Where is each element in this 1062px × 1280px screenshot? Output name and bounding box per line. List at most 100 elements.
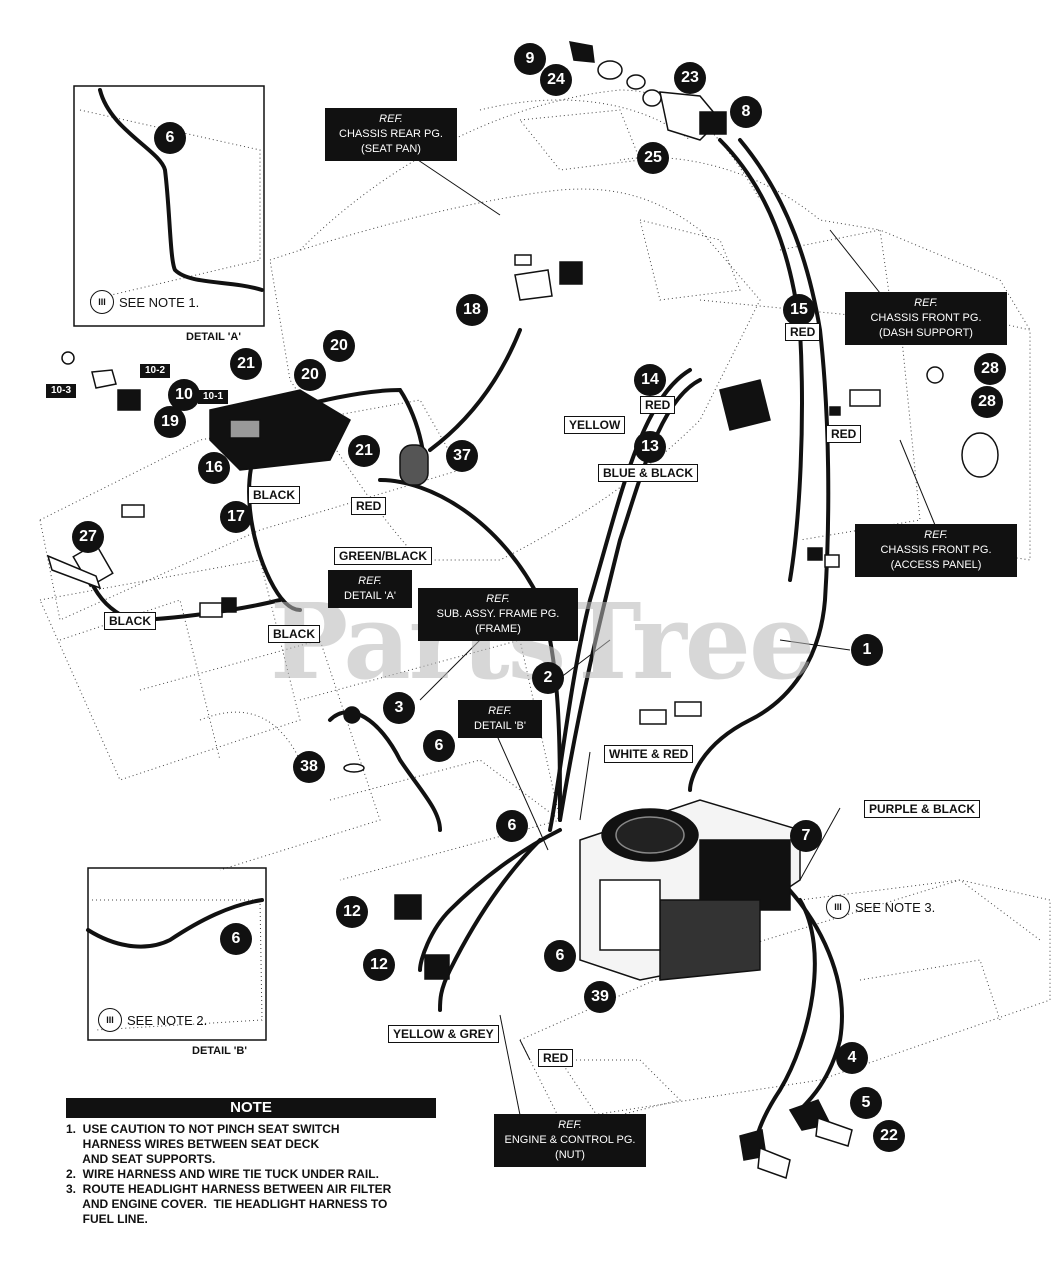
callout-3: 3 [383,692,415,724]
callout-1: 1 [851,634,883,666]
wire-label-red: RED [785,323,821,341]
note-ref-1: III SEE NOTE 1. [90,290,199,314]
wire-label-purple-black: PURPLE & BLACK [864,800,981,818]
wire-label-green-black: GREEN/BLACK [334,547,433,565]
callout-10: 10 [168,379,200,411]
detail-a-caption: DETAIL 'A' [186,331,241,343]
ref-chassis-front-dash-support: REF. CHASSIS FRONT PG. (DASH SUPPORT) [845,292,1007,345]
callout-25: 25 [637,142,669,174]
callout-27: 27 [72,521,104,553]
callout-7: 7 [790,820,822,852]
detail-a-frame [73,85,265,327]
wire-label-yellow: YELLOW [564,416,626,434]
note-symbol-icon: III [98,1008,122,1032]
wire-label-yellow-grey: YELLOW & GREY [388,1025,499,1043]
ref-head: REF. [558,1119,582,1131]
ref-head: REF. [358,575,382,587]
callout-6: 6 [423,730,455,762]
sublabel-10-3: 10-3 [46,384,77,398]
ref-line: (SEAT PAN) [361,143,421,155]
ref-line: CHASSIS REAR PG. [339,128,443,140]
callout-28: 28 [974,353,1006,385]
wire-label-black: BLACK [104,612,156,630]
wire-label-red: RED [826,425,862,443]
engine-assembly [579,799,801,981]
callout-4: 4 [836,1042,868,1074]
wire-label-white-red: WHITE & RED [604,745,694,763]
detail-b-frame [87,867,267,1041]
wire-label-red: RED [640,396,676,414]
note-ref-text: SEE NOTE 3. [855,899,936,915]
ref-line: ENGINE & CONTROL PG. [504,1134,636,1146]
wire-label-black: BLACK [268,625,320,643]
callout-38: 38 [293,751,325,783]
ref-line: CHASSIS FRONT PG. [870,312,982,324]
callout-21: 21 [230,348,262,380]
note-line: 2. WIRE HARNESS AND WIRE TIE TUCK UNDER … [66,1167,379,1181]
note-line: HARNESS WIRES BETWEEN SEAT DECK [66,1137,320,1151]
callout-21: 21 [348,435,380,467]
callout-6: 6 [496,810,528,842]
note-ref-text: SEE NOTE 2. [127,1012,208,1028]
callout-15: 15 [783,294,815,326]
sublabel-10-1: 10-1 [198,390,229,404]
wire-label-red: RED [538,1049,574,1067]
ref-head: REF. [914,297,938,309]
ref-line: DETAIL 'A' [344,590,396,602]
callout-20: 20 [323,330,355,362]
sublabel-10-2: 10-2 [140,364,171,378]
note-ref-text: SEE NOTE 1. [119,294,200,310]
callout-14: 14 [634,364,666,396]
note-line: 1. USE CAUTION TO NOT PINCH SEAT SWITCH [66,1122,340,1136]
ref-head: REF. [924,529,948,541]
callout-24: 24 [540,64,572,96]
callout-5: 5 [850,1087,882,1119]
ref-chassis-front-access-panel: REF. CHASSIS FRONT PG. (ACCESS PANEL) [855,524,1017,577]
ref-line: (ACCESS PANEL) [890,559,982,571]
ref-line: CHASSIS FRONT PG. [880,544,992,556]
callout-8: 8 [730,96,762,128]
note-line: AND SEAT SUPPORTS. [66,1152,216,1166]
callout-9: 9 [514,43,546,75]
callout-39: 39 [584,981,616,1013]
ref-detail-a: REF. DETAIL 'A' [328,570,412,608]
callout-6: 6 [544,940,576,972]
ref-detail-b: REF. DETAIL 'B' [458,700,542,738]
callout-6: 6 [220,923,252,955]
note-symbol-icon: III [90,290,114,314]
detail-b-caption: DETAIL 'B' [192,1045,247,1057]
callout-20: 20 [294,359,326,391]
ref-line: (NUT) [555,1149,585,1161]
ref-sub-assy-frame: REF. SUB. ASSY. FRAME PG. (FRAME) [418,588,578,641]
callout-13: 13 [634,431,666,463]
callout-12: 12 [336,896,368,928]
callout-22: 22 [873,1120,905,1152]
note-symbol-icon: III [826,895,850,919]
notes-title: NOTE [66,1098,436,1118]
callout-17: 17 [220,501,252,533]
ref-line: (DASH SUPPORT) [879,327,973,339]
ref-head: REF. [486,593,510,605]
callout-12: 12 [363,949,395,981]
ref-head: REF. [379,113,403,125]
note-line: AND ENGINE COVER. TIE HEADLIGHT HARNESS … [66,1197,388,1211]
ref-line: DETAIL 'B' [474,720,526,732]
callout-28: 28 [971,386,1003,418]
callout-23: 23 [674,62,706,94]
ref-line: SUB. ASSY. FRAME PG. [436,608,560,620]
note-line: 3. ROUTE HEADLIGHT HARNESS BETWEEN AIR F… [66,1182,392,1196]
ref-line: (FRAME) [475,623,521,635]
notes-list: 1. USE CAUTION TO NOT PINCH SEAT SWITCH … [66,1122,436,1227]
callout-6: 6 [154,122,186,154]
callout-19: 19 [154,406,186,438]
ref-engine-control-nut: REF. ENGINE & CONTROL PG. (NUT) [494,1114,646,1167]
notes-section: NOTE 1. USE CAUTION TO NOT PINCH SEAT SW… [66,1098,436,1227]
wire-label-black: BLACK [248,486,300,504]
note-ref-3: III SEE NOTE 3. [826,895,935,919]
wire-label-blue-black: BLUE & BLACK [598,464,698,482]
ref-head: REF. [488,705,512,717]
callout-16: 16 [198,452,230,484]
callout-37: 37 [446,440,478,472]
wire-label-red: RED [351,497,387,515]
